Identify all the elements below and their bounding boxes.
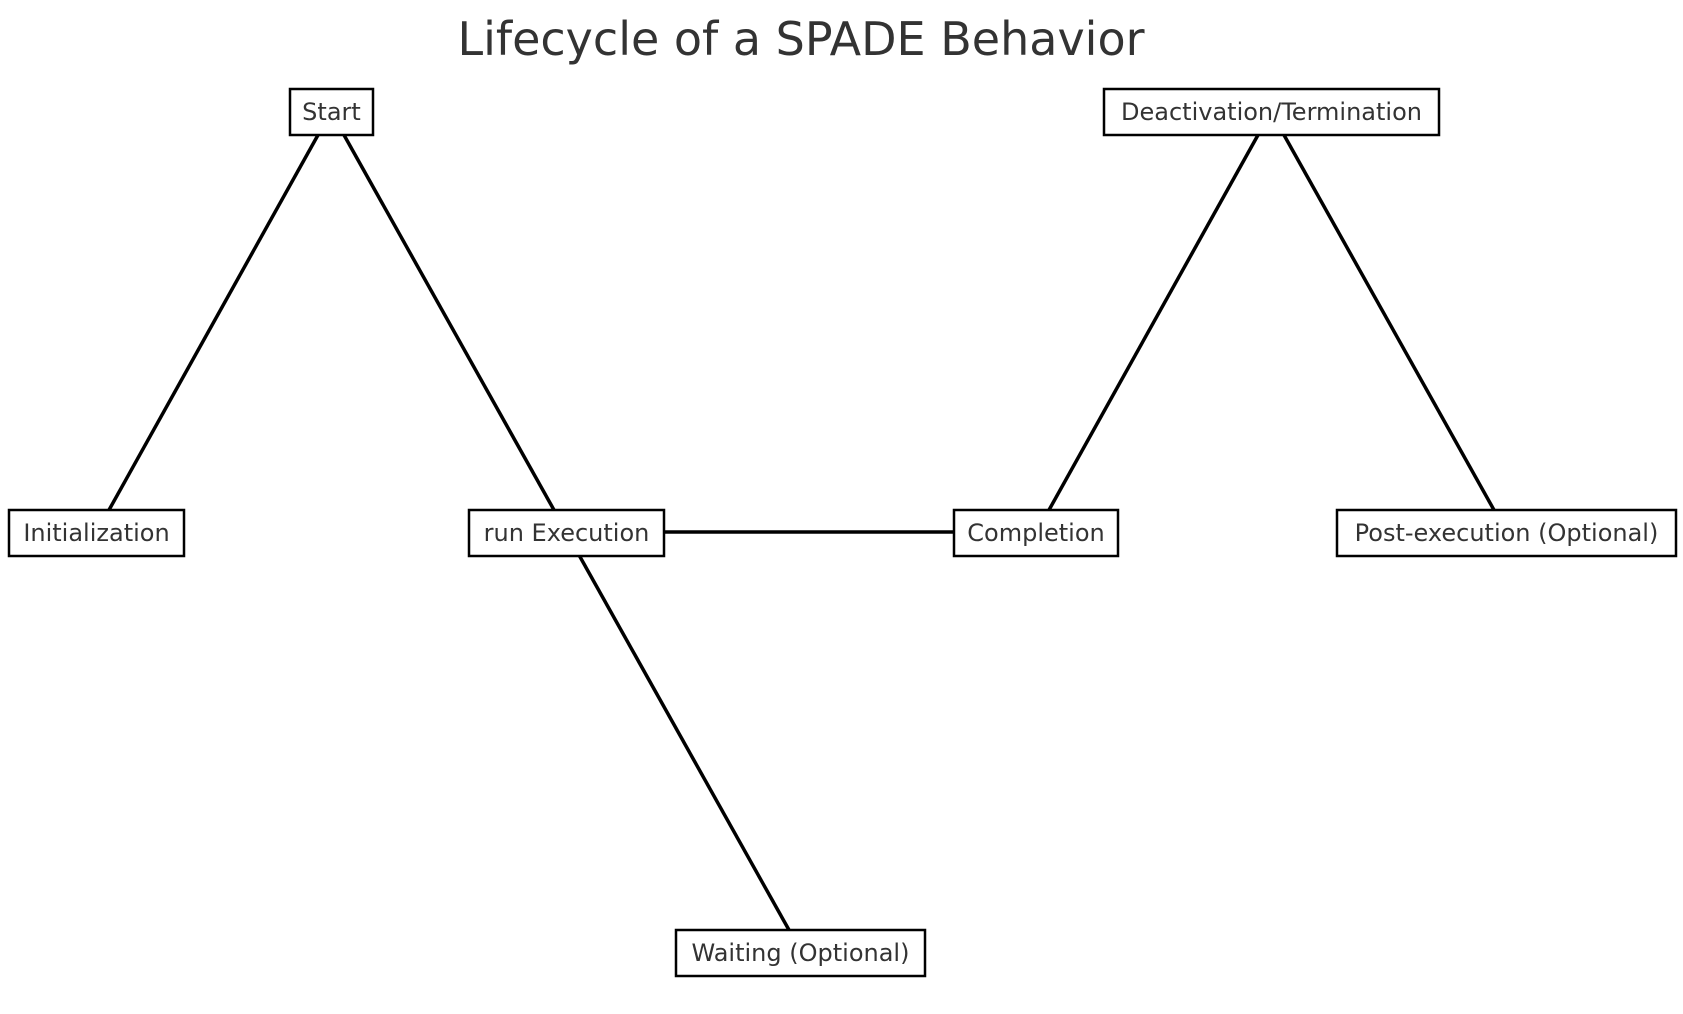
node-initialization-label: Initialization: [23, 519, 169, 547]
diagram-title: Lifecycle of a SPADE Behavior: [457, 12, 1144, 66]
node-completion-box: [952, 508, 1120, 558]
node-run-execution-label: run Execution: [484, 519, 650, 547]
edge-start-run-execution: [342, 134, 556, 511]
node-initialization: Initialization: [7, 508, 186, 558]
node-post-execution: Post-execution (Optional): [1335, 508, 1678, 558]
node-waiting-label: Waiting (Optional): [692, 939, 910, 967]
node-start: Start: [288, 87, 375, 137]
node-waiting-box: [674, 928, 927, 978]
node-post-execution-label: Post-execution (Optional): [1355, 519, 1659, 547]
node-initialization-box: [7, 508, 186, 558]
edge-run-execution-waiting: [577, 554, 791, 931]
edge-deactivation-completion: [1047, 134, 1260, 511]
node-run-execution: run Execution: [467, 508, 666, 558]
node-completion: Completion: [952, 508, 1120, 558]
node-start-box: [288, 87, 375, 137]
edge-deactivation-post-execution: [1282, 134, 1496, 511]
edge-start-initialization: [107, 134, 320, 511]
node-start-label: Start: [302, 98, 361, 126]
node-waiting: Waiting (Optional): [674, 928, 927, 978]
node-deactivation-label: Deactivation/Termination: [1121, 98, 1422, 126]
node-deactivation: Deactivation/Termination: [1102, 87, 1441, 137]
node-completion-label: Completion: [967, 519, 1104, 547]
node-deactivation-box: [1102, 87, 1441, 137]
node-run-execution-box: [467, 508, 666, 558]
node-post-execution-box: [1335, 508, 1678, 558]
edges: [107, 134, 1496, 931]
